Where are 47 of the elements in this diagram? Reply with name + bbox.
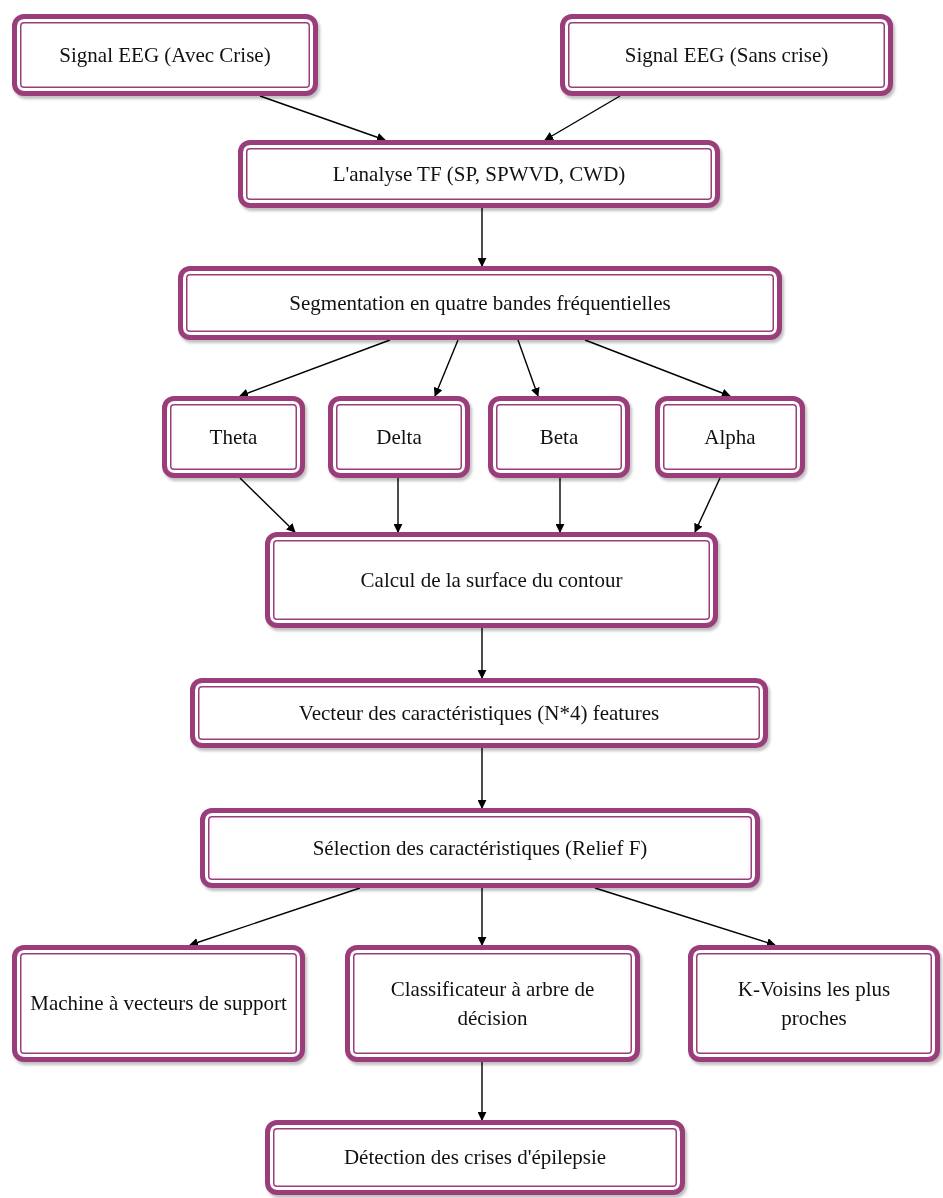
process-box — [655, 396, 805, 478]
box-label: K-Voisins les plus proches — [736, 976, 892, 1032]
box-label: Classificateur à arbre de décision — [389, 976, 596, 1032]
box-label: Détection des crises d'épilepsie — [343, 1144, 607, 1172]
arrow — [584, 339, 731, 398]
box-label: Segmentation en quatre bandes fréquentielles — [289, 289, 671, 317]
box-label: Machine à vecteurs de support — [30, 990, 287, 1018]
arrow — [189, 887, 361, 947]
box-label: Alpha — [704, 423, 756, 451]
arrow — [477, 207, 487, 267]
process-box — [190, 678, 768, 748]
process-box — [178, 266, 782, 340]
process-box — [12, 945, 305, 1062]
box-label: Delta — [376, 423, 422, 451]
box-label: Calcul de la surface du contour — [360, 566, 623, 594]
process-box — [12, 14, 318, 96]
arrow — [555, 477, 565, 533]
arrow — [694, 477, 721, 533]
process-box — [200, 808, 760, 888]
arrow — [239, 339, 391, 398]
process-box — [688, 945, 940, 1062]
box-label: L'analyse TF (SP, SPWVD, CWD) — [332, 160, 626, 188]
process-box — [265, 1120, 685, 1195]
process-box — [265, 532, 718, 628]
arrow — [433, 339, 459, 397]
box-label: Signal EEG (Sans crise) — [624, 41, 829, 69]
arrow — [477, 747, 487, 809]
process-box — [162, 396, 305, 478]
arrow — [477, 1061, 487, 1121]
box-label: Theta — [209, 423, 258, 451]
box-label: Sélection des caractéristiques (Relief F) — [312, 834, 648, 862]
process-box — [238, 140, 720, 208]
arrow — [517, 339, 540, 397]
process-box — [560, 14, 893, 96]
process-box — [328, 396, 470, 478]
box-label: Vecteur des caractéristiques (N*4) features — [298, 699, 660, 727]
box-label: Signal EEG (Avec Crise) — [59, 41, 271, 69]
arrow — [259, 95, 386, 142]
arrow — [239, 477, 296, 533]
arrow — [477, 627, 487, 679]
arrow — [393, 477, 403, 533]
arrow — [544, 95, 621, 141]
process-box — [488, 396, 630, 478]
box-label: Beta — [539, 423, 579, 451]
arrow — [594, 887, 776, 947]
process-box — [345, 945, 640, 1062]
arrow — [477, 887, 487, 946]
